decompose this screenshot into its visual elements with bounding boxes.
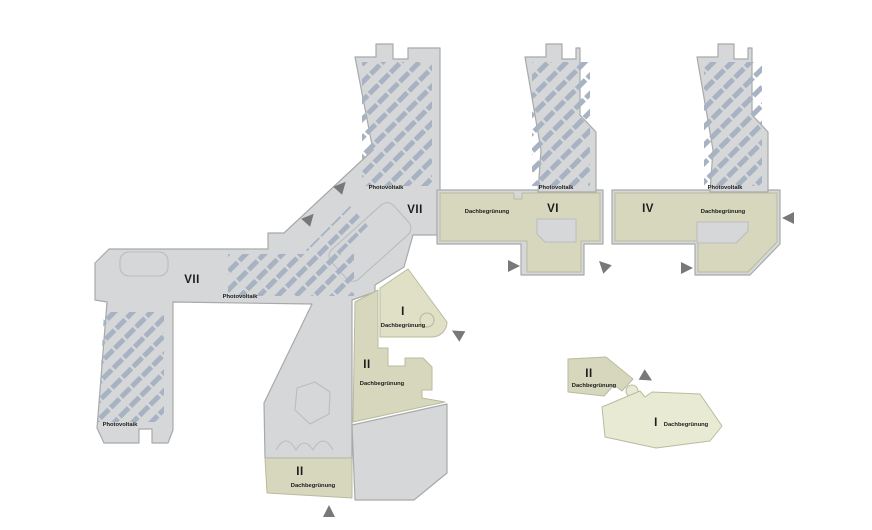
roof-inset-iv — [696, 221, 749, 244]
green-roof-i-east — [601, 390, 723, 449]
pv-panels-band-west — [228, 254, 354, 296]
label-numeral-vi: VI — [547, 203, 559, 215]
pv-panels-tower-iv — [704, 62, 762, 186]
entrance-arrow-icon — [448, 325, 466, 342]
label-numeral-vii-center: VII — [407, 204, 423, 216]
label-numeral-i-center: I — [401, 306, 405, 318]
label-numeral-vii-west: VII — [184, 274, 200, 286]
green-roof-ii-south — [264, 457, 353, 499]
pv-panels-diagonal-west — [306, 206, 368, 270]
label-pv-tower-vii: Photovoltaik — [369, 185, 405, 191]
roof-arches-outline — [275, 440, 334, 451]
label-pv-tower-iv: Photovoltaik — [708, 185, 744, 191]
entrance-arrow-icon — [638, 369, 656, 386]
label-numeral-iv: IV — [642, 203, 654, 215]
roof-inset-vi — [536, 218, 577, 243]
green-roof-ii-center — [352, 289, 446, 423]
entrance-arrow-icon — [782, 212, 794, 224]
green-roof-ii-east — [567, 356, 634, 397]
label-pv-arm: Photovoltaik — [103, 422, 139, 428]
label-green-i-center: Dachbegrünung — [381, 323, 426, 329]
green-roof-band-vi — [439, 192, 601, 273]
label-green-ii-east: Dachbegrünung — [572, 383, 617, 389]
pv-panels-tower-vi — [532, 62, 590, 186]
entrance-arrow-icon — [681, 262, 693, 274]
green-roof-band-iv — [614, 192, 778, 273]
label-green-i-east: Dachbegrünung — [664, 422, 709, 428]
building-vii-west-complex — [94, 43, 441, 459]
entrance-arrow-icon — [594, 256, 612, 274]
label-pv-west: Photovoltaik — [223, 294, 259, 300]
label-numeral-ii-south: II — [296, 466, 303, 478]
label-green-ii-center: Dachbegrünung — [360, 381, 405, 387]
rooflight-outline-west — [119, 251, 169, 277]
label-numeral-ii-east: II — [585, 368, 592, 380]
label-numeral-i-east: I — [654, 417, 658, 429]
label-pv-tower-vi: Photovoltaik — [539, 185, 575, 191]
label-numeral-ii-center: II — [363, 359, 370, 371]
entrance-arrow-icon — [508, 260, 520, 272]
rooflight-outline-hexagon — [294, 381, 331, 425]
pv-panels-tower-vii — [362, 62, 432, 186]
green-roof-i-center — [379, 268, 448, 338]
building-vii-south-blob — [351, 403, 448, 501]
label-green-ii-south: Dachbegrünung — [291, 483, 336, 489]
rooflight-circle-i-center — [419, 312, 435, 328]
label-green-west: Dachbegrünung — [465, 209, 510, 215]
label-green-iv: Dachbegrünung — [701, 209, 746, 215]
pv-panels-arm-west — [98, 312, 164, 422]
entrance-arrow-icon — [323, 505, 335, 517]
